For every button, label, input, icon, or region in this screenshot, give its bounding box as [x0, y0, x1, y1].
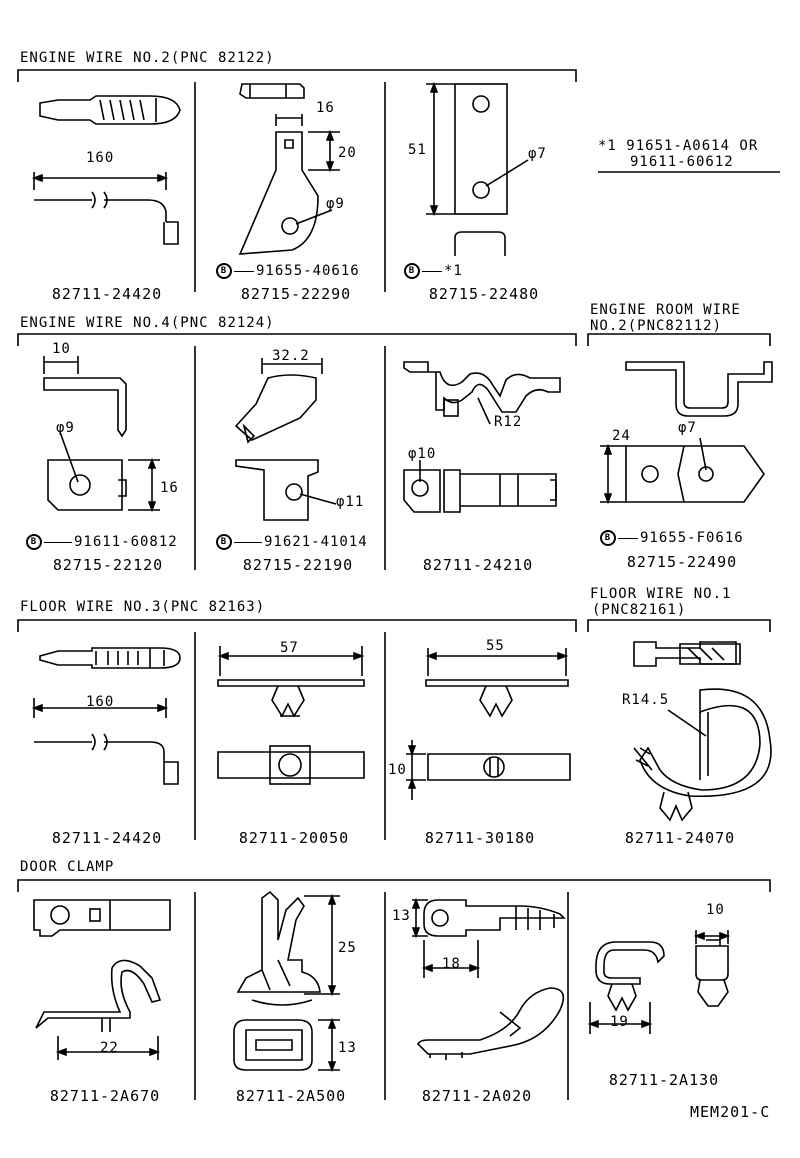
- dim-25: 25: [338, 940, 357, 956]
- dim-13-a: 13: [338, 1040, 357, 1056]
- section-bracket-floor-wire-1: [587, 619, 771, 632]
- dim-22: 22: [100, 1040, 119, 1056]
- bolt-callout-91611-60812: B 91611-60812: [26, 534, 178, 550]
- section-bracket-door-clamp: [17, 879, 771, 892]
- door-clip-drawing-2a500: [233, 890, 340, 1073]
- bolt-callout-note-1: B *1: [404, 263, 463, 279]
- dim-18: 18: [442, 956, 461, 972]
- bolt-symbol-icon: B: [216, 534, 232, 550]
- part-number-22190: 82715-22190: [242, 556, 354, 574]
- dim-160-a: 160: [86, 150, 115, 166]
- bolt-symbol-icon: B: [216, 263, 232, 279]
- clip-drawing-24420-a: [31, 95, 181, 245]
- dim-phi9-b: φ9: [56, 420, 75, 436]
- dim-16-b: 16: [160, 480, 179, 496]
- part-number-2a130: 82711-2A130: [608, 1071, 720, 1089]
- note-line1: *1 91651-A0614 OR: [598, 138, 759, 154]
- clip-drawing-2a020: [411, 897, 566, 1060]
- dim-r14-5: R14.5: [622, 692, 670, 708]
- bolt-symbol-icon: B: [26, 534, 42, 550]
- dim-24: 24: [612, 428, 631, 444]
- clip-drawing-24420-b: [31, 647, 181, 785]
- section-title-floor-wire-1-line1: FLOOR WIRE NO.1: [590, 586, 732, 602]
- bolt-callout-91655-f0616: B 91655-F0616: [600, 530, 744, 546]
- part-number-24210: 82711-24210: [422, 556, 534, 574]
- part-number-24420-b: 82711-24420: [51, 829, 163, 847]
- section-bracket-engine-room-wire: [587, 333, 771, 346]
- door-clip-drawing-2a670: [33, 899, 171, 1060]
- dim-160-b: 160: [86, 694, 115, 710]
- section-title-floor-wire-1-line2: (PNC82161): [592, 602, 687, 618]
- dim-20: 20: [338, 145, 357, 161]
- bracket-drawing-22190: [234, 358, 337, 521]
- section-title-engine-room-wire-line2: NO.2(PNC82112): [590, 318, 723, 334]
- section-bracket-engine-wire-4: [17, 333, 577, 346]
- bolt-callout-91621-41014: B 91621-41014: [216, 534, 368, 550]
- part-number-30180: 82711-30180: [424, 829, 536, 847]
- bolt-symbol-icon: B: [404, 263, 420, 279]
- dim-phi7-a: φ7: [528, 146, 547, 162]
- bolt-symbol-icon: B: [600, 530, 616, 546]
- dim-phi11: φ11: [336, 494, 365, 510]
- note-line2: 91611-60612: [630, 154, 734, 170]
- part-number-24420-a: 82711-24420: [51, 285, 163, 303]
- part-number-22290: 82715-22290: [240, 285, 352, 303]
- part-number-2a670: 82711-2A670: [49, 1087, 161, 1105]
- clip-drawing-2a130: [587, 930, 731, 1034]
- bolt-part-number: 91655-F0616: [640, 530, 744, 546]
- dim-16-a: 16: [316, 100, 335, 116]
- dim-10-b: 10: [388, 762, 407, 778]
- section-title-engine-wire-4: ENGINE WIRE NO.4(PNC 82124): [20, 315, 275, 331]
- section-bracket-engine-wire-2: [17, 69, 577, 82]
- part-number-2a020: 82711-2A020: [421, 1087, 533, 1105]
- bolt-part-number: 91611-60812: [74, 534, 178, 550]
- dim-19: 19: [610, 1014, 629, 1030]
- dim-51: 51: [408, 142, 427, 158]
- dim-10-c: 10: [706, 902, 725, 918]
- bracket-drawing-22120: [43, 356, 160, 513]
- bolt-part-number: *1: [444, 263, 463, 279]
- bolt-callout-91655-40616: B 91655-40616: [216, 263, 360, 279]
- clamp-drawing-24070: [633, 641, 772, 822]
- dim-57: 57: [280, 640, 299, 656]
- bracket-drawing-22490: [600, 361, 773, 505]
- section-title-door-clamp: DOOR CLAMP: [20, 859, 115, 875]
- plate-drawing-22480: [426, 81, 529, 256]
- dim-32-2: 32.2: [272, 348, 310, 364]
- part-number-22490: 82715-22490: [626, 553, 738, 571]
- bracket-drawing-22290: [238, 83, 340, 255]
- dim-phi10: φ10: [408, 446, 437, 462]
- dim-55: 55: [486, 638, 505, 654]
- dim-phi7-b: φ7: [678, 420, 697, 436]
- clamp-drawing-24210: [403, 361, 561, 513]
- part-number-22120: 82715-22120: [52, 556, 164, 574]
- part-number-22480: 82715-22480: [428, 285, 540, 303]
- dim-10-a: 10: [52, 341, 71, 357]
- clip-drawing-30180: [406, 648, 571, 800]
- part-number-24070: 82711-24070: [624, 829, 736, 847]
- drawing-code: MEM201-C: [690, 1103, 771, 1121]
- part-number-2a500: 82711-2A500: [235, 1087, 347, 1105]
- dim-r12: R12: [494, 414, 523, 430]
- section-title-engine-wire-2: ENGINE WIRE NO.2(PNC 82122): [20, 50, 275, 66]
- section-title-floor-wire-3: FLOOR WIRE NO.3(PNC 82163): [20, 599, 266, 615]
- dim-13-b: 13: [392, 908, 411, 924]
- section-bracket-floor-wire-3: [17, 619, 577, 632]
- section-title-engine-room-wire-line1: ENGINE ROOM WIRE: [590, 302, 741, 318]
- part-number-20050: 82711-20050: [238, 829, 350, 847]
- clip-drawing-20050: [217, 646, 365, 785]
- dim-phi9-a: φ9: [326, 196, 345, 212]
- bolt-part-number: 91621-41014: [264, 534, 368, 550]
- bolt-part-number: 91655-40616: [256, 263, 360, 279]
